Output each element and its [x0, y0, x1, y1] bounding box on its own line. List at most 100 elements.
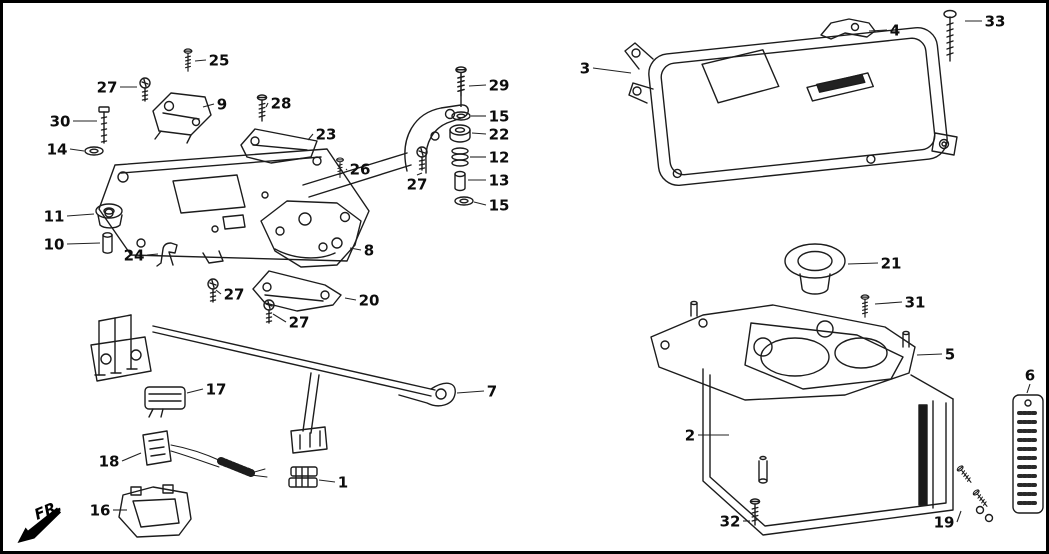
part-strap-23 — [240, 128, 318, 164]
leader-line-23 — [307, 133, 314, 141]
callout-5: 5 — [945, 346, 955, 364]
part-collar-13 — [454, 170, 466, 192]
callout-15a: 15 — [489, 108, 510, 126]
callout-31: 31 — [905, 294, 926, 312]
callout-28: 28 — [271, 95, 292, 113]
leader-line-15 — [473, 201, 487, 206]
part-screw-31 — [860, 294, 870, 318]
leader-line-21 — [847, 262, 879, 265]
part-washer-14 — [84, 146, 104, 156]
callout-4: 4 — [890, 22, 900, 40]
callout-14: 14 — [47, 141, 68, 159]
part-label-strip-6 — [1012, 394, 1044, 514]
part-bracket-4 — [820, 18, 876, 40]
leader-line-4 — [868, 29, 888, 32]
leader-line-31 — [874, 301, 903, 305]
leader-line-27 — [215, 289, 222, 295]
callout-16: 16 — [90, 502, 111, 520]
part-grommet-11 — [95, 203, 123, 229]
callout-27d: 27 — [289, 314, 310, 332]
callout-33: 33 — [985, 13, 1006, 31]
callout-10: 10 — [44, 236, 65, 254]
callout-11: 11 — [44, 208, 65, 226]
callout-27c: 27 — [224, 286, 245, 304]
part-lower-case-2 — [702, 368, 954, 536]
callout-7: 7 — [487, 383, 497, 401]
part-screw-33 — [943, 9, 957, 62]
part-bracket-9 — [152, 92, 212, 144]
part-screw-28 — [256, 94, 268, 122]
callout-25: 25 — [209, 52, 230, 70]
callout-9: 9 — [217, 96, 227, 114]
callout-18: 18 — [99, 453, 120, 471]
part-bolt-30 — [98, 106, 110, 144]
callout-21: 21 — [881, 255, 902, 273]
callout-3: 3 — [580, 60, 590, 78]
leader-line-11 — [66, 213, 95, 217]
fr-direction-arrow: FR. — [17, 497, 65, 543]
wire-harness — [170, 444, 268, 478]
callout-2: 2 — [685, 427, 695, 445]
part-bolt-29 — [455, 66, 467, 107]
leader-line-10 — [66, 242, 101, 245]
leader-line-6 — [1026, 383, 1031, 394]
leader-line-27 — [272, 313, 287, 323]
part-screw-32 — [749, 498, 761, 526]
callout-32: 32 — [720, 513, 741, 531]
part-washer-15b — [454, 196, 474, 206]
leader-line-1 — [318, 479, 336, 483]
part-base-plate — [98, 148, 370, 264]
callout-8: 8 — [364, 242, 374, 260]
fr-label: FR. — [32, 497, 65, 524]
leader-line-29 — [468, 84, 487, 87]
part-clip-24 — [156, 242, 178, 267]
leader-line-7 — [456, 390, 485, 394]
leader-line-24 — [146, 253, 159, 256]
leader-line-5 — [916, 353, 943, 356]
callout-26: 26 — [350, 161, 371, 179]
callout-13: 13 — [489, 172, 510, 190]
part-bushing-12 — [451, 147, 469, 167]
part-strap-20 — [252, 270, 342, 312]
part-boot-16 — [118, 484, 192, 538]
part-screw-25 — [183, 48, 193, 72]
diagram-canvas: FR. — [17, 9, 1044, 543]
leader-line-19 — [956, 510, 962, 523]
leader-line-9 — [202, 103, 215, 108]
leader-line-28 — [265, 102, 269, 108]
callout-12: 12 — [489, 149, 510, 167]
callout-29: 29 — [489, 77, 510, 95]
leader-line-17 — [186, 388, 204, 394]
part-arm-bracket — [302, 104, 469, 198]
part-screws-19 — [955, 464, 994, 523]
part-grommet-21 — [784, 243, 846, 295]
part-cover-3 — [624, 26, 958, 186]
part-grommet-22 — [449, 124, 471, 143]
part-collar-10 — [102, 232, 113, 254]
leader-line-3 — [592, 67, 632, 74]
callout-20: 20 — [359, 292, 380, 310]
leader-line-22 — [471, 132, 487, 135]
part-bracket-8 — [260, 200, 362, 268]
callout-22: 22 — [489, 126, 510, 144]
callout-27b: 27 — [407, 176, 428, 194]
callout-6: 6 — [1025, 367, 1035, 385]
part-bolt-27a — [139, 77, 151, 102]
callout-15b: 15 — [489, 197, 510, 215]
part-box-17 — [144, 386, 186, 418]
part-upper-case-5 — [650, 300, 916, 401]
callout-19: 19 — [934, 514, 955, 532]
part-stay-rod-7 — [90, 314, 456, 454]
leader-line-14 — [69, 148, 85, 152]
callout-1: 1 — [338, 474, 348, 492]
leader-line-8 — [349, 247, 362, 251]
leader-line-26 — [345, 168, 348, 171]
leader-line-25 — [194, 59, 207, 62]
callout-27a: 27 — [97, 79, 118, 97]
part-connector-1 — [288, 466, 318, 488]
leader-line-27 — [416, 172, 423, 176]
callout-24: 24 — [124, 247, 145, 265]
leader-line-18 — [121, 452, 142, 462]
part-plate-18 — [142, 430, 172, 466]
